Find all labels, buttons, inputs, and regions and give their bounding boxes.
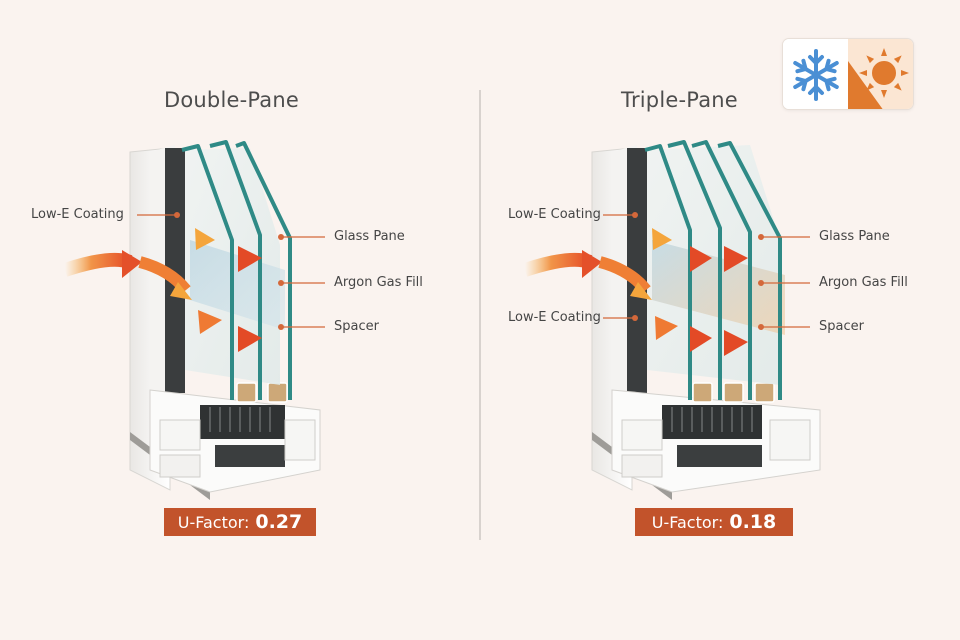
label-spacer: Spacer (334, 319, 379, 334)
triple-pane-title: Triple-Pane (621, 88, 738, 112)
label-leaders (137, 214, 325, 328)
u-factor-key: U-Factor: (177, 512, 250, 532)
triple-pane-window-illustration (522, 140, 821, 500)
u-factor-value: 0.27 (255, 511, 303, 533)
label-spacer: Spacer (819, 319, 864, 334)
u-factor-key: U-Factor: (651, 512, 724, 532)
label-argon-gas-fill: Argon Gas Fill (334, 275, 423, 290)
label-low-e-coating-outer: Low-E Coating (508, 207, 601, 222)
label-low-e-coating-inner: Low-E Coating (508, 310, 601, 325)
sun-icon (848, 48, 909, 109)
triple-pane-panel: Triple-Pane (480, 0, 960, 640)
cold-half (783, 39, 848, 109)
label-glass-pane: Glass Pane (819, 229, 890, 244)
label-leaders (603, 214, 810, 328)
panel-divider (479, 90, 481, 540)
climate-icon-card (782, 38, 914, 110)
window-frame (129, 145, 321, 500)
u-factor-badge: U-Factor: 0.27 (164, 508, 316, 536)
heat-flow-arrows (62, 228, 262, 352)
u-factor-badge: U-Factor: 0.18 (635, 508, 793, 536)
heat-flow-arrows (522, 228, 748, 356)
double-pane-title: Double-Pane (164, 88, 300, 112)
label-argon-gas-fill: Argon Gas Fill (819, 275, 908, 290)
double-pane-window-illustration (62, 140, 325, 500)
snowflake-icon (793, 49, 839, 101)
glass-panes (644, 140, 782, 400)
u-factor-value: 0.18 (729, 511, 777, 533)
double-pane-panel: Double-Pane (31, 88, 423, 536)
window-frame (591, 145, 821, 500)
hot-half (848, 39, 913, 109)
glass-panes (181, 140, 292, 400)
label-glass-pane: Glass Pane (334, 229, 405, 244)
label-low-e-coating: Low-E Coating (31, 207, 124, 222)
